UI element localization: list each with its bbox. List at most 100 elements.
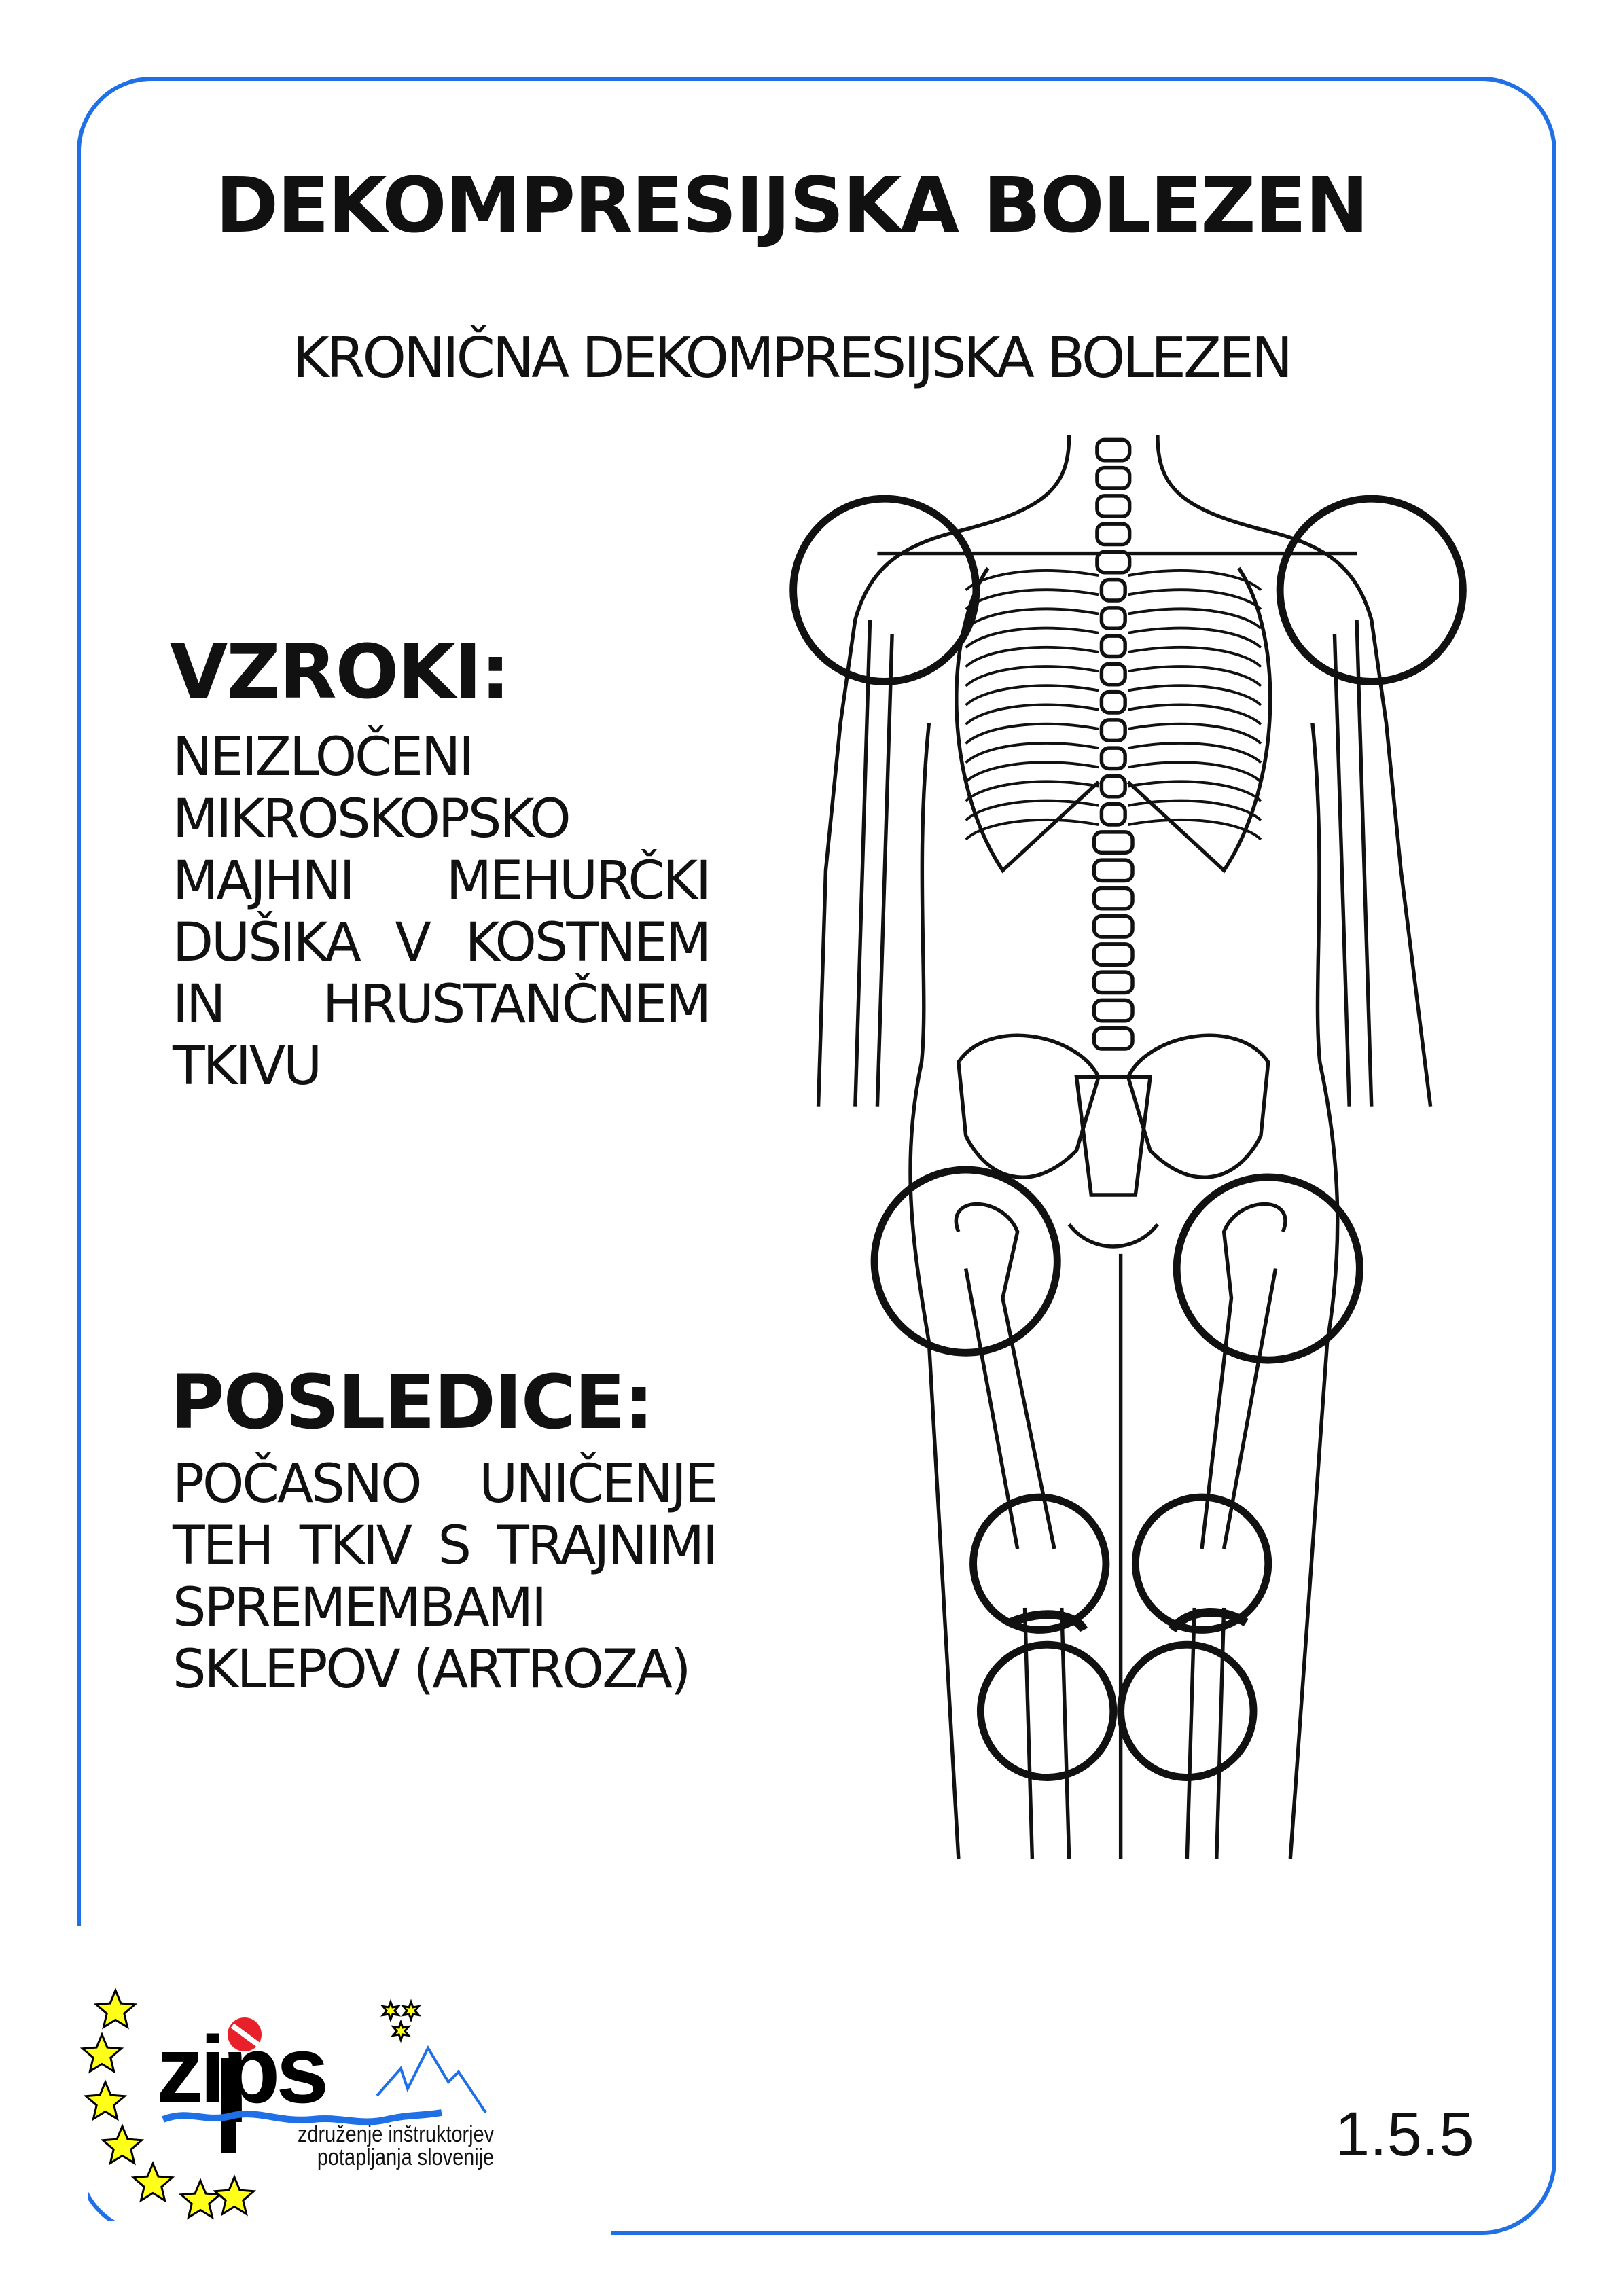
joint-circle xyxy=(1276,495,1467,685)
causes-line: TKIVU xyxy=(173,1036,322,1097)
star-icon xyxy=(212,2174,257,2217)
star-icons xyxy=(79,1988,257,2220)
vertebra xyxy=(1092,970,1135,995)
skeleton-illustration xyxy=(789,435,1467,1859)
causes-line: MAJHNI MEHURČKI xyxy=(173,850,711,912)
pelvis xyxy=(957,1033,1270,1249)
mountain-icon xyxy=(376,2045,487,2114)
rib xyxy=(965,780,1099,802)
rib xyxy=(1128,799,1262,821)
svg-text:zips: zips xyxy=(156,2016,325,2123)
vertebra xyxy=(1095,522,1132,547)
star-icon xyxy=(93,1988,138,2030)
water-wave-icon xyxy=(162,2109,442,2125)
joint-circle xyxy=(1131,1493,1272,1634)
vertebra xyxy=(1092,942,1135,967)
causes-heading: VZROKI: xyxy=(170,628,510,715)
page-number: 1.5.5 xyxy=(1335,2100,1474,2169)
vertebra xyxy=(1099,634,1127,659)
vertebra xyxy=(1092,998,1135,1023)
page-subtitle: KRONIČNA DEKOMPRESIJSKA BOLEZEN xyxy=(292,326,1293,391)
vertebra xyxy=(1095,494,1132,518)
vertebra xyxy=(1099,689,1127,715)
vertebra xyxy=(1092,830,1135,855)
rib xyxy=(1128,569,1262,592)
vertebra xyxy=(1095,437,1132,463)
vertebra xyxy=(1092,1026,1135,1051)
rib xyxy=(1128,645,1262,668)
vertebra xyxy=(1099,577,1127,603)
vertebra xyxy=(1099,802,1127,827)
spine xyxy=(1092,437,1135,1051)
rib xyxy=(965,703,1099,725)
rib xyxy=(965,665,1099,687)
zips-logo: zips xyxy=(79,1988,487,2220)
joint-circle xyxy=(1117,1640,1258,1782)
page-title: DEKOMPRESIJSKA BOLEZEN xyxy=(215,162,1369,250)
small-star-icon xyxy=(390,2019,412,2043)
vertebra xyxy=(1092,886,1135,911)
small-star-icon xyxy=(400,1998,422,2023)
logo-tagline-line1: združenje inštruktorjev xyxy=(298,2121,495,2147)
rib xyxy=(1128,626,1262,649)
rib xyxy=(1128,607,1262,630)
consequences-text: POČASNO UNIČENJE TEH TKIV S TRAJNIMI SPR… xyxy=(173,1454,718,1701)
ribcage xyxy=(877,551,1357,874)
star-icon xyxy=(178,2178,223,2220)
star-icon xyxy=(79,2032,124,2074)
star-icon xyxy=(100,2123,145,2166)
vertebra xyxy=(1099,746,1127,771)
rib xyxy=(965,645,1099,668)
rib xyxy=(965,722,1099,745)
rib xyxy=(965,819,1099,841)
rib xyxy=(1128,780,1262,802)
star-icon xyxy=(83,2079,128,2121)
rib xyxy=(965,626,1099,649)
joint-circle xyxy=(1173,1173,1363,1364)
small-star-icon xyxy=(380,1998,402,2023)
rib xyxy=(1128,665,1262,687)
logo-tagline: združenje inštruktorjev potapljanja slov… xyxy=(298,2123,494,2169)
page-border xyxy=(77,77,1556,2235)
joint-circle xyxy=(870,1166,1061,1357)
star-icon xyxy=(130,2161,175,2203)
rib xyxy=(1128,742,1262,764)
vertebra xyxy=(1095,550,1132,575)
rib xyxy=(1128,722,1262,745)
vertebra xyxy=(1092,914,1135,939)
consequences-line: TEH TKIV S TRAJNIMI xyxy=(173,1515,718,1577)
rib xyxy=(1128,588,1262,611)
triglav-stars-icon xyxy=(380,1998,422,2043)
vertebra xyxy=(1099,718,1127,742)
causes-line: MIKROSKOPSKO xyxy=(173,789,571,850)
border-gap-bottom xyxy=(68,2221,611,2248)
rib xyxy=(965,588,1099,611)
body-outline xyxy=(816,435,1433,1859)
rib xyxy=(1128,761,1262,783)
rib xyxy=(965,684,1099,706)
causes-line: NEIZLOČENI xyxy=(173,727,474,788)
rib xyxy=(965,607,1099,630)
causes-line: DUŠIKA V KOSTNEM xyxy=(173,912,711,973)
causes-text: NEIZLOČENI MIKROSKOPSKO MAJHNI MEHURČKI … xyxy=(173,727,711,1098)
rib xyxy=(965,742,1099,764)
joint-circle xyxy=(789,495,980,685)
rib xyxy=(965,761,1099,783)
joint-circle xyxy=(969,1493,1110,1634)
affected-joint-circles xyxy=(789,495,1467,1782)
consequences-heading: POSLEDICE: xyxy=(170,1359,654,1446)
logo-tagline-line2: potapljanja slovenije xyxy=(317,2145,495,2170)
causes-line: IN HRUSTANČNEM xyxy=(173,974,711,1035)
consequences-line: SKLEPOV (ARTROZA) xyxy=(173,1639,691,1700)
ribs xyxy=(965,569,1262,841)
vertebra xyxy=(1099,662,1127,687)
rib xyxy=(1128,684,1262,706)
vertebra xyxy=(1099,774,1127,799)
border-gap-left xyxy=(68,1926,88,2245)
rib xyxy=(1128,819,1262,841)
consequences-line: POČASNO UNIČENJE xyxy=(173,1454,718,1515)
vertebra xyxy=(1092,858,1135,883)
vertebra xyxy=(1099,606,1127,630)
vertebra xyxy=(1095,465,1132,490)
rib xyxy=(1128,703,1262,725)
